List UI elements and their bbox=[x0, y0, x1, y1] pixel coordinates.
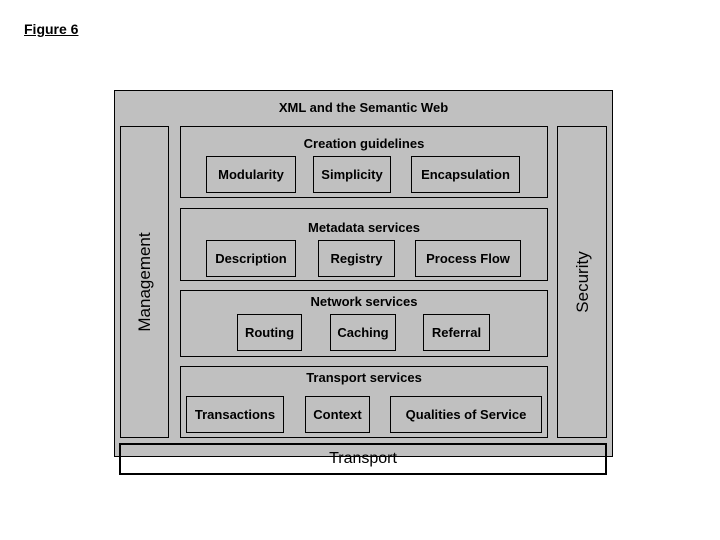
layer-item: Referral bbox=[423, 314, 490, 351]
layer-item: Context bbox=[305, 396, 370, 433]
layer-item: Registry bbox=[318, 240, 395, 277]
layer-title: Creation guidelines bbox=[303, 136, 425, 151]
layer-item: Routing bbox=[237, 314, 302, 351]
transport-base-border-overlay bbox=[119, 443, 607, 457]
layer-item: Description bbox=[206, 240, 296, 277]
layer-title: Network services bbox=[310, 294, 418, 309]
management-label: Management bbox=[135, 232, 154, 332]
layer-title: Transport services bbox=[306, 370, 422, 385]
layer-item: Transactions bbox=[186, 396, 284, 433]
transport-label: Transport bbox=[329, 450, 397, 467]
frame-title: XML and the Semantic Web bbox=[278, 100, 449, 115]
layer-item: Simplicity bbox=[313, 156, 391, 193]
layer-title: Metadata services bbox=[307, 220, 420, 235]
layer-item: Caching bbox=[330, 314, 396, 351]
layer-item: Modularity bbox=[206, 156, 296, 193]
figure-label: Figure 6 bbox=[24, 21, 79, 37]
security-label: Security bbox=[573, 251, 592, 313]
management-column bbox=[120, 126, 169, 438]
layer-item: Qualities of Service bbox=[390, 396, 542, 433]
security-column bbox=[557, 126, 607, 438]
layer-item: Process Flow bbox=[415, 240, 521, 277]
layer-item: Encapsulation bbox=[411, 156, 520, 193]
